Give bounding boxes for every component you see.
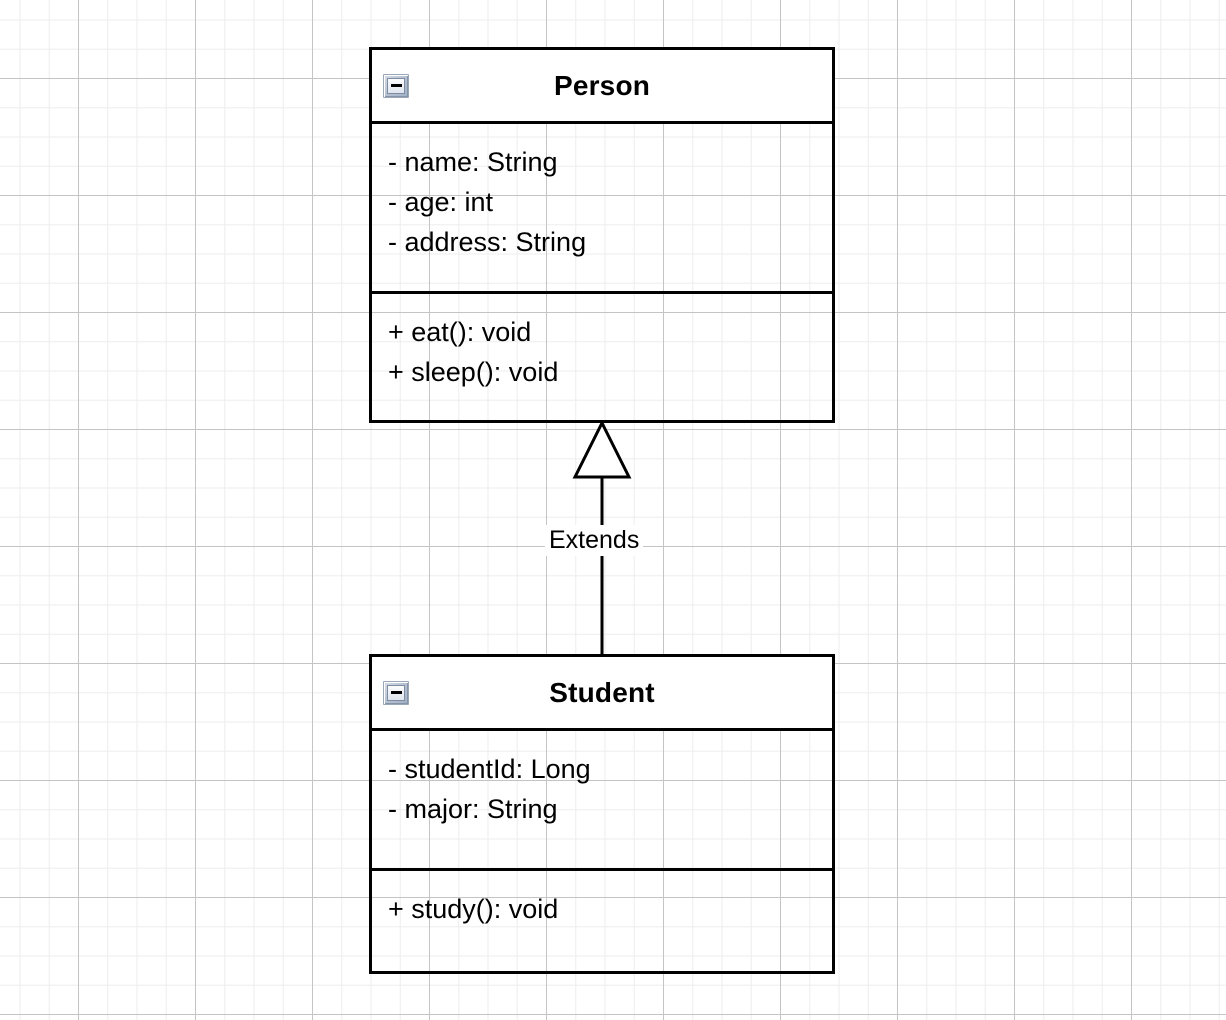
hollow-triangle-arrowhead <box>572 419 632 479</box>
method-row: + eat(): void <box>388 317 532 347</box>
method-row: + study(): void <box>388 894 559 924</box>
uml-class-person[interactable]: Person - name: String - age: int - addre… <box>369 47 835 423</box>
uml-class-student[interactable]: Student - studentId: Long - major: Strin… <box>369 654 835 974</box>
minus-icon[interactable] <box>383 73 409 98</box>
attribute-row: - name: String <box>388 147 558 177</box>
method-row: + sleep(): void <box>388 357 559 387</box>
class-header-student[interactable]: Student <box>372 657 832 731</box>
minus-icon-inner <box>387 684 405 701</box>
minus-icon[interactable] <box>383 680 409 705</box>
minus-icon-inner <box>387 77 405 94</box>
class-name-student: Student <box>549 676 655 708</box>
attribute-row: - studentId: Long <box>388 754 591 784</box>
attribute-row: - major: String <box>388 794 558 824</box>
attributes-compartment-student: - studentId: Long - major: String <box>372 731 832 868</box>
attribute-row: - address: String <box>388 227 587 257</box>
minus-icon-bar <box>390 84 402 87</box>
class-name-person: Person <box>553 69 651 101</box>
edge-label-extends[interactable]: Extends <box>545 525 644 556</box>
methods-compartment-student: + study(): void <box>372 868 832 971</box>
minus-icon-bar <box>390 691 402 694</box>
methods-compartment-person: + eat(): void + sleep(): void <box>372 291 832 420</box>
class-header-person[interactable]: Person <box>372 50 832 124</box>
attribute-row: - age: int <box>388 187 494 217</box>
attributes-compartment-person: - name: String - age: int - address: Str… <box>372 124 832 291</box>
